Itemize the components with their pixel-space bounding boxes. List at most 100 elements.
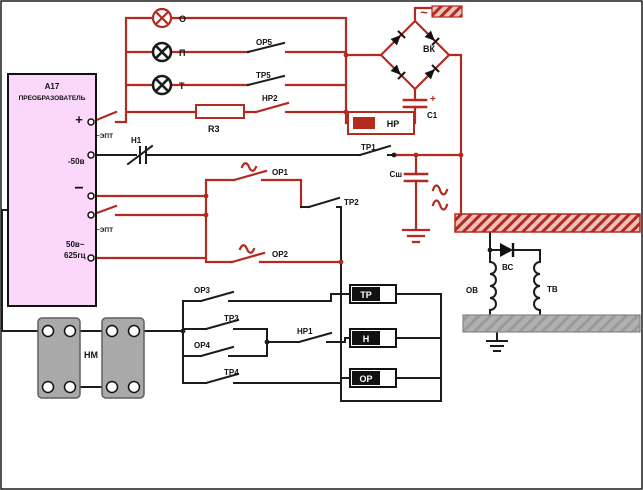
contact-tr5-label: ТР5	[256, 71, 271, 80]
ept-lower-label: ~ЭПТ	[96, 227, 113, 234]
lamp-t-label: Т	[179, 81, 185, 91]
coil-tv-icon	[533, 260, 542, 312]
relay-or-core	[352, 371, 380, 385]
contact-nr1: НР1	[297, 327, 333, 344]
converter-title-2: ПРЕОБРАЗОВАТЕЛЬ	[19, 95, 86, 102]
resistor-r3: R3	[195, 104, 245, 134]
lamp-t-cross-icon	[154, 77, 170, 93]
flexible-jumper-icons	[431, 184, 449, 211]
connector-block-2	[101, 317, 145, 399]
bridge-diode-icon	[424, 30, 440, 46]
ground-rail-bar	[462, 314, 641, 333]
capacitor-c1-plates	[402, 98, 428, 109]
ept-upper-label: ~ЭПТ	[96, 133, 113, 140]
contact-or4-blade	[199, 345, 235, 358]
ground-csh-icon	[401, 228, 431, 244]
contact-tr2-blade	[307, 196, 341, 209]
diode-vs-icon	[500, 243, 513, 257]
ac-freq-label: 625гц	[64, 251, 86, 260]
contact-tr2: ТР2	[307, 196, 359, 209]
capacitor-c1-plus: +	[430, 94, 436, 105]
contact-or1-tilde-icon	[240, 162, 258, 172]
coil-ov-label: ОВ	[466, 286, 478, 295]
contact-or1-blade	[232, 169, 268, 182]
contact-or2-label: ОР2	[272, 250, 289, 259]
lamp-o-cross-icon	[154, 10, 170, 26]
terminal-minus	[87, 192, 95, 200]
minus-terminal-label: −	[74, 180, 83, 197]
contact-tr4-label: ТР4	[224, 368, 239, 377]
capacitor-c1-label: С1	[427, 111, 438, 120]
relay-coil-nr: НР	[347, 111, 415, 135]
contact-tr1: ТР1	[358, 143, 392, 157]
capacitor-csh-label: Сш	[390, 170, 403, 179]
coil-ov-icon	[488, 260, 497, 312]
contact-tr2-label: ТР2	[344, 198, 359, 207]
contact-or1: ОР1	[232, 162, 289, 182]
ac-sign-label: ~	[420, 5, 428, 20]
diode-vs-label: ВС	[502, 263, 513, 272]
contact-tr3: ТР3	[204, 314, 240, 331]
bridge-diode-icon	[424, 64, 440, 80]
connector-pin	[63, 380, 77, 394]
contact-or5-label: ОР5	[256, 38, 273, 47]
contact-or4: ОР4	[194, 341, 235, 358]
contact-tr4-blade	[204, 372, 240, 385]
contact-or4-label: ОР4	[194, 341, 211, 350]
contact-nr2-blade	[254, 101, 290, 114]
contact-n1-label: Н1	[131, 136, 142, 145]
contact-rail-bar	[454, 213, 641, 233]
contact-nr1-label: НР1	[297, 327, 313, 336]
relay-or-label: ОР	[359, 374, 372, 384]
capacitor-csh: Сш	[390, 170, 431, 244]
connector-body	[37, 317, 81, 399]
relay-coil-or: ОР	[349, 368, 397, 388]
contact-tr1-blade	[358, 144, 392, 157]
contact-or5-blade	[246, 41, 286, 54]
contact-or3-label: ОР3	[194, 286, 211, 295]
contact-tr1-label: ТР1	[361, 143, 376, 152]
indicator-lamp-t: Т	[151, 74, 185, 96]
contact-n1: Н1	[126, 136, 154, 166]
bridge-diamond	[379, 19, 451, 91]
bridge-diode-icon	[390, 30, 406, 46]
overhead-ac-stub: ~	[420, 5, 463, 20]
terminal-ac	[87, 254, 95, 262]
jumper-tilde-icon	[431, 184, 449, 196]
contact-or3-blade	[199, 290, 235, 303]
bridge-diode-icon	[390, 64, 406, 80]
lamp-p-label: П	[179, 48, 185, 58]
capacitor-csh-plates	[403, 172, 429, 183]
indicator-lamp-o: О	[151, 7, 186, 29]
resistor-r3-body	[195, 104, 245, 119]
relay-coil-tr: ТР	[349, 284, 397, 304]
coil-tv-label: ТВ	[547, 285, 558, 294]
terminal-ept	[87, 211, 95, 219]
converter-title-1: А17	[45, 82, 60, 91]
connector-pin	[41, 380, 55, 394]
capacitor-c1: + С1	[402, 94, 438, 120]
relay-n-core	[352, 331, 380, 345]
nm-label: НМ	[84, 350, 98, 360]
plus-terminal-label: +	[75, 112, 83, 127]
contact-or2: ОР2	[230, 244, 289, 264]
contact-or3: ОР3	[194, 286, 235, 303]
relay-coil-n: Н	[349, 328, 397, 348]
contact-tr3-label: ТР3	[224, 314, 239, 323]
contact-nr2: НР2	[254, 94, 290, 114]
junction-dots	[180, 52, 493, 345]
lamp-o-label: О	[179, 14, 186, 24]
contact-or2-blade	[230, 251, 266, 264]
contact-tr5-blade	[246, 74, 286, 87]
overhead-hatch-bar	[431, 5, 463, 18]
connector-block-1	[37, 317, 81, 399]
contact-n1-symbol	[126, 144, 154, 166]
wiring-red	[92, 6, 463, 264]
ac-voltage-label: 50в~	[66, 240, 85, 249]
contact-nr2-label: НР2	[262, 94, 278, 103]
relay-n-label: Н	[363, 334, 370, 344]
rectifier-bridge-vk: ВК	[379, 19, 451, 91]
connector-body	[101, 317, 145, 399]
